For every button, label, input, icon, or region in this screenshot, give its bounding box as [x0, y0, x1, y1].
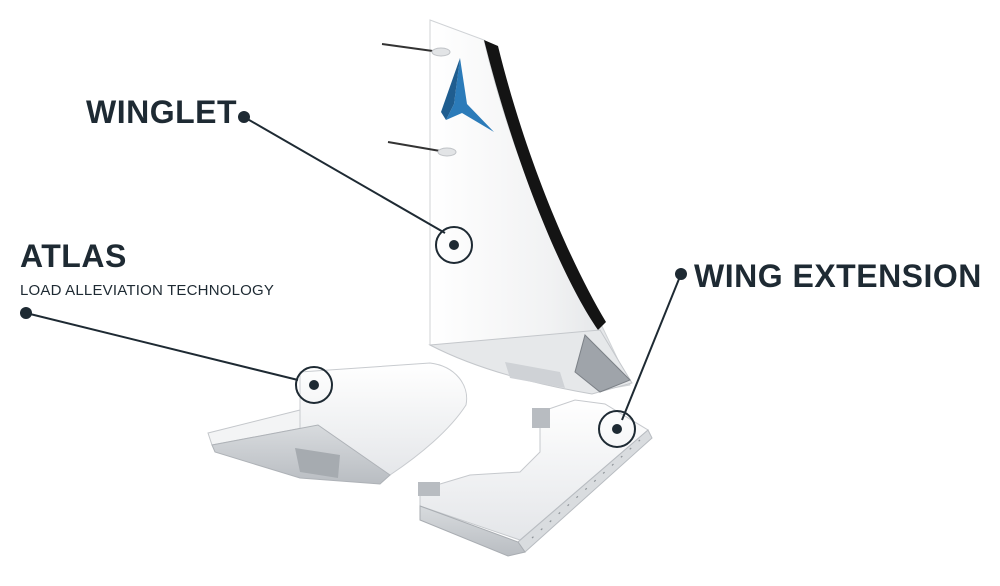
wing-extension-label: WING EXTENSION: [694, 258, 982, 294]
atlas-hinge: [295, 448, 340, 478]
atlas-title: ATLAS: [20, 238, 127, 274]
star-logo-icon: [441, 58, 494, 132]
atlas-callout: [20, 307, 333, 404]
atlas-part: [207, 362, 468, 485]
antenna-upper: [381, 43, 441, 53]
wing-extension-side: [419, 505, 526, 557]
antenna-upper-base: [431, 47, 451, 57]
atlas-leader-line: [25, 312, 299, 381]
wing-extension-top: [419, 399, 649, 541]
wing-extension-callout: [598, 268, 687, 448]
ring-target-icon: [295, 366, 333, 404]
winglet-root-rib: [505, 362, 565, 388]
winglet-leader-line: [243, 116, 446, 234]
winglet-callout: [238, 111, 473, 264]
winglet-label: WINGLET: [86, 94, 238, 130]
antenna-lower-base: [437, 147, 457, 157]
antenna-lower: [387, 141, 447, 153]
ring-target-icon: [598, 410, 636, 448]
wing-extension-part: [418, 399, 653, 557]
bracket-top: [532, 408, 550, 428]
ring-target-icon: [435, 226, 473, 264]
winglet-leading-edge: [484, 40, 606, 330]
winglet-root-bracket: [574, 334, 631, 393]
bracket-left: [418, 482, 440, 496]
atlas-subtitle: LOAD ALLEVIATION TECHNOLOGY: [20, 282, 275, 299]
rivet-line: [531, 439, 641, 539]
wing-extension-leader-line: [621, 273, 682, 421]
winglet-part: [381, 19, 633, 395]
